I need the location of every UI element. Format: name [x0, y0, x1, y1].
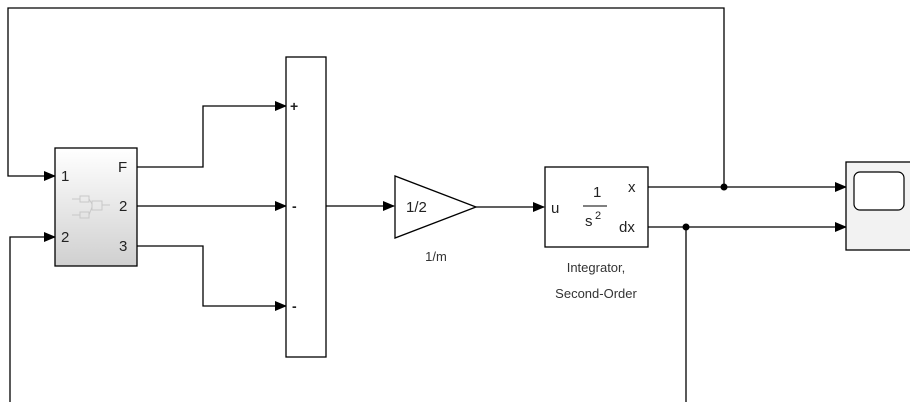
signal-F-to-sum-plus[interactable] [137, 101, 287, 168]
integrator-second-order-block[interactable]: u 1 s 2 x dx [544, 166, 649, 248]
integrator-output-port-dx: dx [619, 219, 635, 236]
sum-sign-plus: + [290, 98, 298, 114]
scope-screen-icon [853, 171, 905, 211]
integrator-label-line2: Second-Order [555, 286, 637, 301]
gain-label: 1/m [425, 249, 447, 264]
integrator-input-port-u: u [551, 200, 559, 217]
subsystem-output-port-2: 2 [119, 198, 127, 215]
integrator-numerator: 1 [593, 184, 601, 201]
subsystem-icon [72, 195, 110, 219]
sum-sign-minus-2: - [292, 298, 297, 314]
subsystem-output-port-F: F [118, 159, 127, 176]
subsystem-input-port-1: 1 [61, 168, 69, 185]
subsystem-input-port-2: 2 [61, 229, 69, 246]
branch-point-x [720, 183, 728, 191]
feedback-x-signal-line[interactable] [7, 7, 725, 187]
signal-3-to-sum-minus[interactable] [137, 245, 287, 311]
subsystem-block[interactable]: 1 2 F 2 3 [54, 147, 138, 267]
integrator-label-line1: Integrator, [567, 260, 626, 275]
sum-sign-minus-1: - [292, 198, 297, 214]
integrator-denominator-exponent: 2 [595, 210, 601, 222]
external-input-2-signal-line[interactable] [9, 232, 56, 402]
integrator-denominator-s: s [585, 213, 593, 230]
scope-block[interactable] [845, 161, 910, 251]
branch-point-dx [682, 223, 690, 231]
integrator-output-port-x: x [628, 179, 636, 196]
gain-block[interactable]: 1/2 [394, 175, 478, 239]
gain-value: 1/2 [406, 199, 427, 216]
sum-block[interactable]: + - - [285, 56, 327, 358]
subsystem-output-port-3: 3 [119, 238, 127, 255]
